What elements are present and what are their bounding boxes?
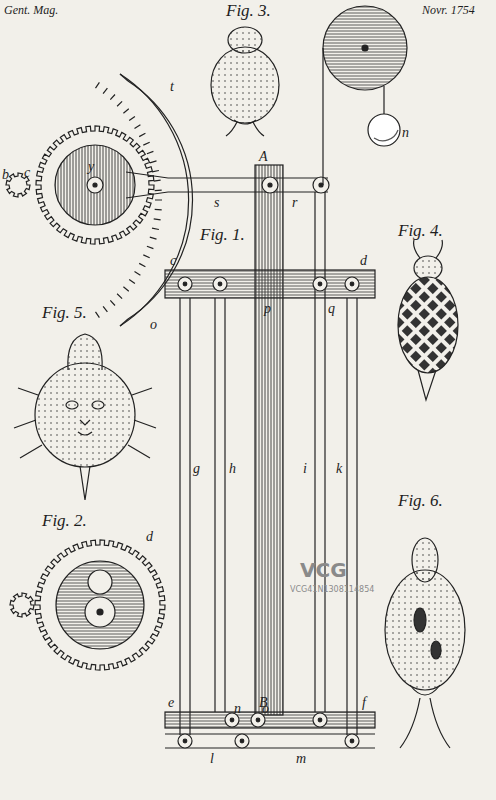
figure-number: Fig. 3. <box>226 2 271 19</box>
central-bar <box>255 165 283 715</box>
part-letter: n <box>402 126 409 140</box>
roller-axle <box>183 282 187 286</box>
insect-fig4 <box>398 240 458 400</box>
roller <box>178 734 192 748</box>
part-letter: p <box>264 302 271 316</box>
pulley <box>323 6 407 185</box>
roller-axle <box>350 282 354 286</box>
roller <box>213 277 227 291</box>
part-letter: d <box>146 530 153 544</box>
insect-fig3 <box>211 27 279 136</box>
roller-axle <box>318 718 322 722</box>
part-letter: g <box>193 462 200 476</box>
roller <box>313 713 327 727</box>
roller-axle <box>240 739 244 743</box>
part-letter: e <box>168 696 174 710</box>
rollers <box>178 277 359 748</box>
roller-axle <box>256 718 260 722</box>
part-letter: q <box>328 302 335 316</box>
gear-teeth <box>10 593 34 617</box>
part-letter: A <box>259 150 268 164</box>
roller-axle <box>350 739 354 743</box>
roller <box>235 734 249 748</box>
part-letter: l <box>210 752 214 766</box>
frame <box>165 192 375 748</box>
part-letter: i <box>303 462 307 476</box>
part-letter: k <box>336 462 342 476</box>
part-letter: o <box>262 702 269 716</box>
part-letter: c <box>170 254 176 268</box>
gear-teeth <box>36 126 154 244</box>
figure-number: Fig. 4. <box>398 222 443 239</box>
part-letter: h <box>229 462 236 476</box>
part-letter: o <box>150 318 157 332</box>
part-letter: f <box>362 696 366 710</box>
roller-axle <box>183 739 187 743</box>
insect-fig5 <box>14 334 156 500</box>
part-letter: s <box>214 196 219 210</box>
roller <box>313 277 327 291</box>
part-letter: r <box>292 196 297 210</box>
figure-number: Fig. 6. <box>398 492 443 509</box>
watermark: VCG <box>300 560 347 580</box>
quadrant-gear <box>6 74 193 326</box>
header-text: Gent. Mag. <box>4 4 58 16</box>
part-letter: d <box>360 254 367 268</box>
part-letter: b <box>2 168 9 182</box>
header-text: Novr. 1754 <box>422 4 475 16</box>
figure-number: Fig. 5. <box>42 304 87 321</box>
figure-number: Fig. 2. <box>42 512 87 529</box>
roller <box>345 277 359 291</box>
roller-axle <box>230 718 234 722</box>
part-letter: m <box>296 752 306 766</box>
roller-axle <box>318 282 322 286</box>
watermark: VCG41N1308114854 <box>290 586 374 594</box>
roller <box>345 734 359 748</box>
wheelwork <box>10 540 165 670</box>
part-letter: n <box>234 702 241 716</box>
part-letter: y <box>88 160 94 174</box>
roller <box>178 277 192 291</box>
part-letter: t <box>170 80 174 94</box>
part-letter: c <box>24 166 30 180</box>
roller-axle <box>218 282 222 286</box>
gear-teeth <box>35 540 165 670</box>
insect-fig6 <box>385 538 465 748</box>
rack-teeth <box>96 82 163 317</box>
figure-number: Fig. 1. <box>200 226 245 243</box>
